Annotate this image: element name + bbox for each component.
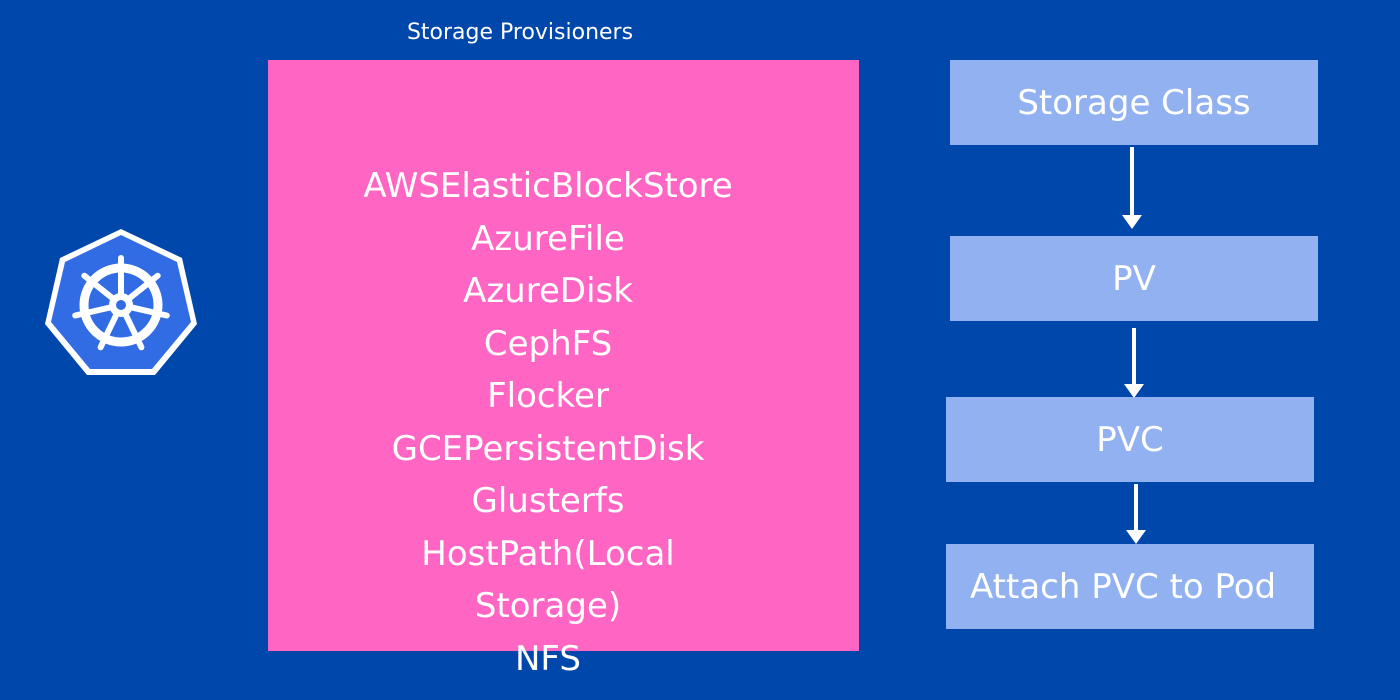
flow-arrow-down-icon [1124,328,1144,398]
provisioner-item: Glusterfs [471,481,625,521]
provisioner-item: AzureFile [471,218,625,259]
flow-step-pv: PV [950,236,1318,321]
flow-step-storage-class: Storage Class [950,60,1318,145]
kubernetes-logo-icon [45,229,197,375]
provisioner-item: CephFS [483,323,613,364]
provisioner-item: Flocker [487,376,609,416]
flow-step-attach-pvc-to-pod: Attach PVC to Pod [946,544,1314,629]
provisioner-item: Storage) [474,586,622,626]
provisioner-item: AWSElasticBlockStore [363,166,733,206]
provisioner-item: NFS [515,638,581,679]
flow-arrow-down-icon [1126,484,1146,544]
flow-step-pvc: PVC [946,397,1314,482]
flow-arrow-down-icon [1122,147,1142,229]
provisioners-list: AWSElasticBlockStore AzureFile AzureDisk… [268,160,828,685]
provisioners-caption: Storage Provisioners [406,20,634,45]
provisioners-box: AWSElasticBlockStore AzureFile AzureDisk… [268,60,859,679]
provisioner-item: GCEPersistentDisk [391,428,705,469]
provisioner-item: AzureDisk [463,271,633,311]
provisioner-item: HostPath(Local [421,533,675,574]
